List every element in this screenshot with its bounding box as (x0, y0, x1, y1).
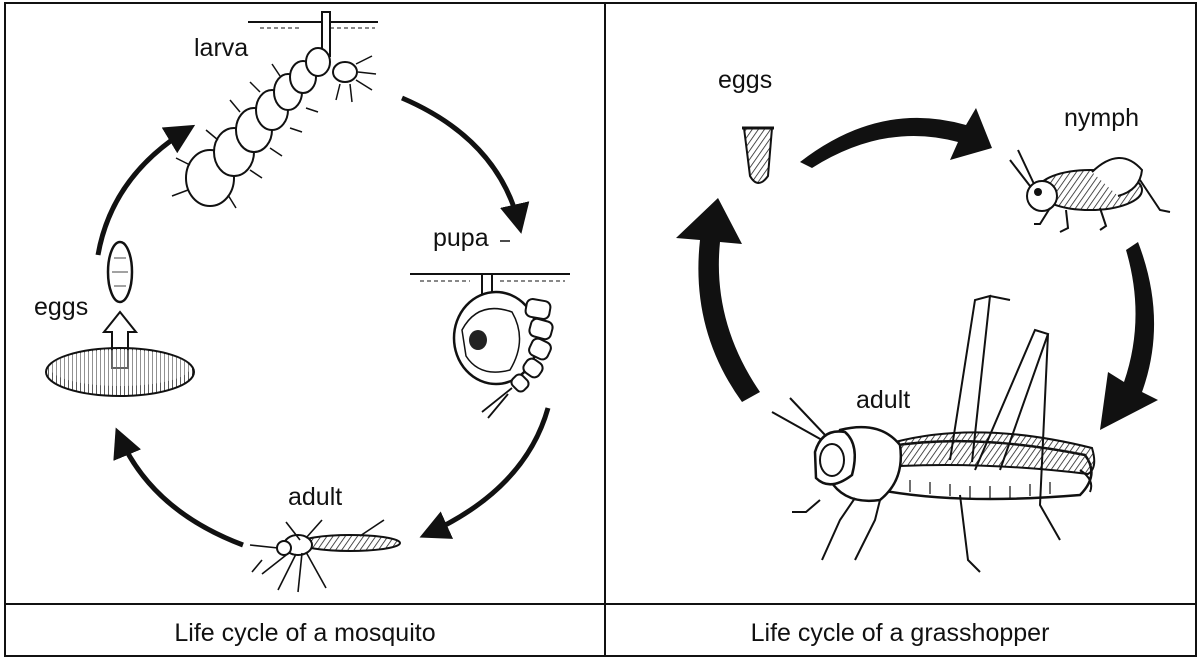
arrow-eggs-to-larva (98, 128, 190, 255)
label-pupa: pupa (433, 224, 489, 252)
arrow-pupa-to-adult (425, 408, 548, 535)
label-mosquito-eggs: eggs (34, 293, 88, 321)
adult-grasshopper-illustration (772, 296, 1094, 572)
arrow-larva-to-pupa (402, 98, 520, 228)
label-mosquito-adult: adult (288, 483, 342, 511)
arrow-adult-to-eggs (118, 433, 243, 545)
pupa-illustration (410, 274, 570, 418)
grasshopper-panel: eggs nymph adult Life cycle of a grassho… (676, 66, 1170, 647)
nymph-illustration (1010, 150, 1170, 232)
caption-mosquito: Life cycle of a mosquito (174, 619, 435, 647)
label-nymph: nymph (1064, 104, 1139, 132)
label-larva: larva (194, 34, 248, 62)
label-grasshopper-eggs: eggs (718, 66, 772, 94)
mosquito-panel: larva pupa adult eggs Life cycle of a mo… (34, 12, 570, 647)
arrow-eggs-to-nymph (800, 108, 992, 168)
adult-mosquito-illustration (250, 520, 400, 592)
table-frame (5, 3, 1196, 656)
grasshopper-eggs-illustration (742, 128, 774, 183)
caption-grasshopper: Life cycle of a grasshopper (751, 619, 1050, 647)
label-grasshopper-adult: adult (856, 386, 910, 414)
arrow-adult-to-eggs (676, 198, 760, 402)
arrow-nymph-to-adult (1100, 242, 1158, 430)
